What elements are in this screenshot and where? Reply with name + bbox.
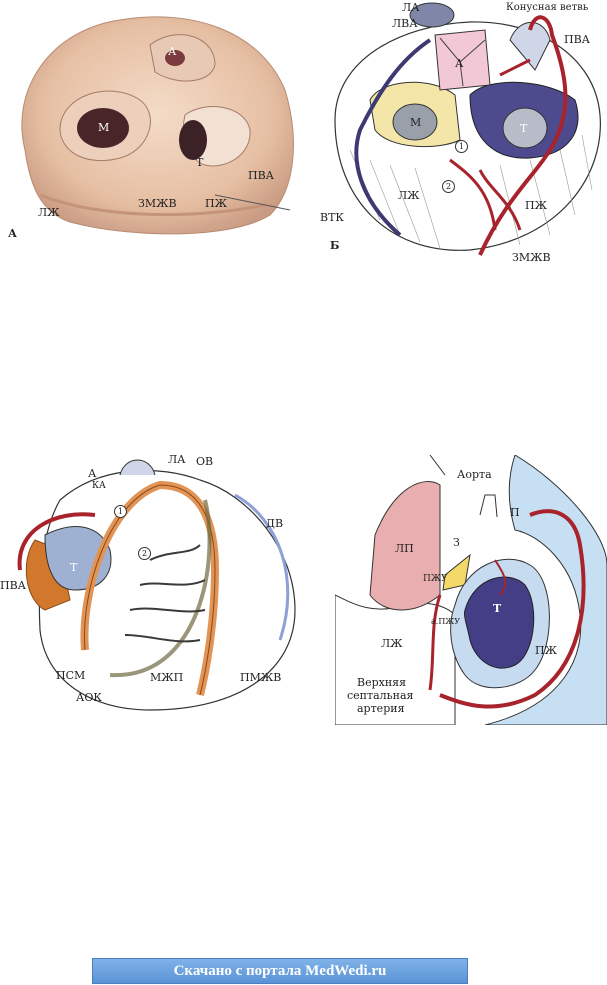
label-pva: ПВА xyxy=(248,169,275,182)
label-lzh: ЛЖ xyxy=(38,206,60,219)
label-pzh: ПЖ xyxy=(535,644,557,657)
figure-d-diagram: Аорта П ЛП З ПЖУ Т а.ПЖУ ЛЖ ПЖ Верхняя с… xyxy=(335,455,607,725)
label-dv: ДВ xyxy=(266,517,284,530)
label-t: Т xyxy=(493,602,502,615)
label-a: А xyxy=(455,57,464,70)
label-a: А xyxy=(88,467,97,480)
figure-c-diagram: А КА ЛА ОВ ДВ 1 2 ПВА Т ПСМ АОК МЖП ПМЖВ xyxy=(0,440,305,720)
label-mzhp: МЖП xyxy=(150,671,184,684)
label-la: ЛА xyxy=(168,453,186,466)
label-la: ЛА xyxy=(402,1,420,14)
label-m: М xyxy=(410,116,422,129)
label-lzh: ЛЖ xyxy=(381,637,403,650)
download-banner[interactable]: Скачано с портала MedWedi.ru xyxy=(92,958,468,984)
figure-b-tag: Б xyxy=(330,239,340,252)
label-conus-branch: Конусная ветвь xyxy=(506,2,589,13)
marker-1: 1 xyxy=(114,505,127,518)
heart-base-diagram xyxy=(334,2,601,256)
label-aorta: Аорта xyxy=(457,468,492,481)
label-septal-line-1: Верхняя xyxy=(357,676,407,689)
label-m: М xyxy=(98,121,110,134)
label-a: А xyxy=(168,45,177,58)
label-t: Т xyxy=(520,122,528,135)
marker-1: 1 xyxy=(455,140,468,153)
marker-2: 2 xyxy=(442,180,455,193)
label-pzhu: ПЖУ xyxy=(423,574,448,584)
label-t: Т xyxy=(70,561,78,574)
label-ov: ОВ xyxy=(196,455,214,468)
figure-a-photo: А М Т ЛЖ ЗМЖВ ПЖ ПВА А xyxy=(0,0,300,250)
figure-b-diagram: ЛА ЛВА Конусная ветвь ПВА А М Т 1 2 ЛЖ П… xyxy=(320,0,607,270)
ventricle-septum-diagram xyxy=(17,459,296,711)
label-lva: ЛВА xyxy=(392,17,418,30)
label-a-pzhu: а.ПЖУ xyxy=(431,617,461,626)
label-pva: ПВА xyxy=(564,33,591,46)
label-zmzhv: ЗМЖВ xyxy=(512,251,551,264)
label-lp: ЛП xyxy=(395,542,414,555)
label-lzh: ЛЖ xyxy=(398,189,420,202)
label-z: З xyxy=(453,536,460,549)
figure-a-tag: А xyxy=(8,227,17,240)
label-septal-line-2: септальная xyxy=(347,689,414,702)
label-ka: КА xyxy=(92,481,106,491)
septal-artery-diagram xyxy=(335,455,607,725)
label-t: Т xyxy=(196,156,204,169)
label-pzh: ПЖ xyxy=(205,197,227,210)
label-pzh: ПЖ xyxy=(525,199,547,212)
label-pva: ПВА xyxy=(0,579,27,592)
label-septal-line-3: артерия xyxy=(357,702,405,715)
label-vtk: ВТК xyxy=(320,211,344,224)
label-pmzhv: ПМЖВ xyxy=(240,671,282,684)
heart-base-photo xyxy=(21,16,294,235)
label-p: П xyxy=(510,506,520,519)
marker-2: 2 xyxy=(138,547,151,560)
label-zmzhv: ЗМЖВ xyxy=(138,197,177,210)
label-psm: ПСМ xyxy=(56,669,86,682)
label-aok: АОК xyxy=(76,691,102,704)
